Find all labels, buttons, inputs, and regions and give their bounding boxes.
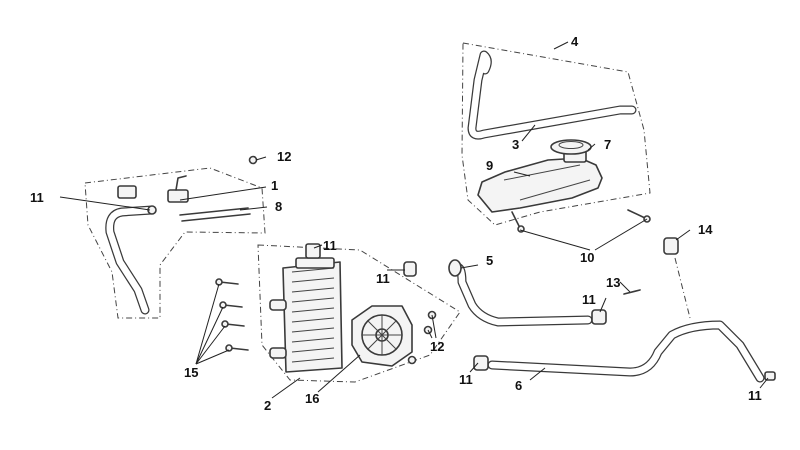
callout-11-right: 11 [748,388,762,403]
upper-hose-group [403,259,607,327]
callout-16: 16 [305,391,319,406]
callout-11-radiator-top: 11 [323,238,337,253]
callout-12-top: 12 [277,149,291,164]
callout-5: 5 [486,253,493,268]
callout-8: 8 [275,199,282,214]
callout-1: 1 [271,178,278,193]
callout-10: 10 [580,250,594,265]
callout-13: 13 [606,275,620,290]
callout-11-hose-clip: 11 [376,271,390,286]
callout-4: 4 [571,34,579,49]
callout-11-lower-hose: 11 [459,372,473,387]
callout-15: 15 [184,365,198,380]
radiator-group [215,243,461,383]
callout-7: 7 [604,137,611,152]
callout-6: 6 [515,378,522,393]
callouts: 1 2 3 4 5 6 7 8 9 10 11 11 11 11 11 11 1… [30,34,762,413]
callout-9: 9 [486,158,493,173]
callout-11-left: 11 [30,190,44,205]
lower-hose-group [473,237,776,383]
leader-lines [59,41,769,399]
callout-12-fan: 12 [430,339,444,354]
callout-3: 3 [512,137,519,152]
callout-14: 14 [698,222,713,237]
callout-2: 2 [264,398,271,413]
reservoir-group [461,42,651,233]
callout-11-upper-hose-end: 11 [582,292,596,307]
left-hose-group [84,155,266,319]
